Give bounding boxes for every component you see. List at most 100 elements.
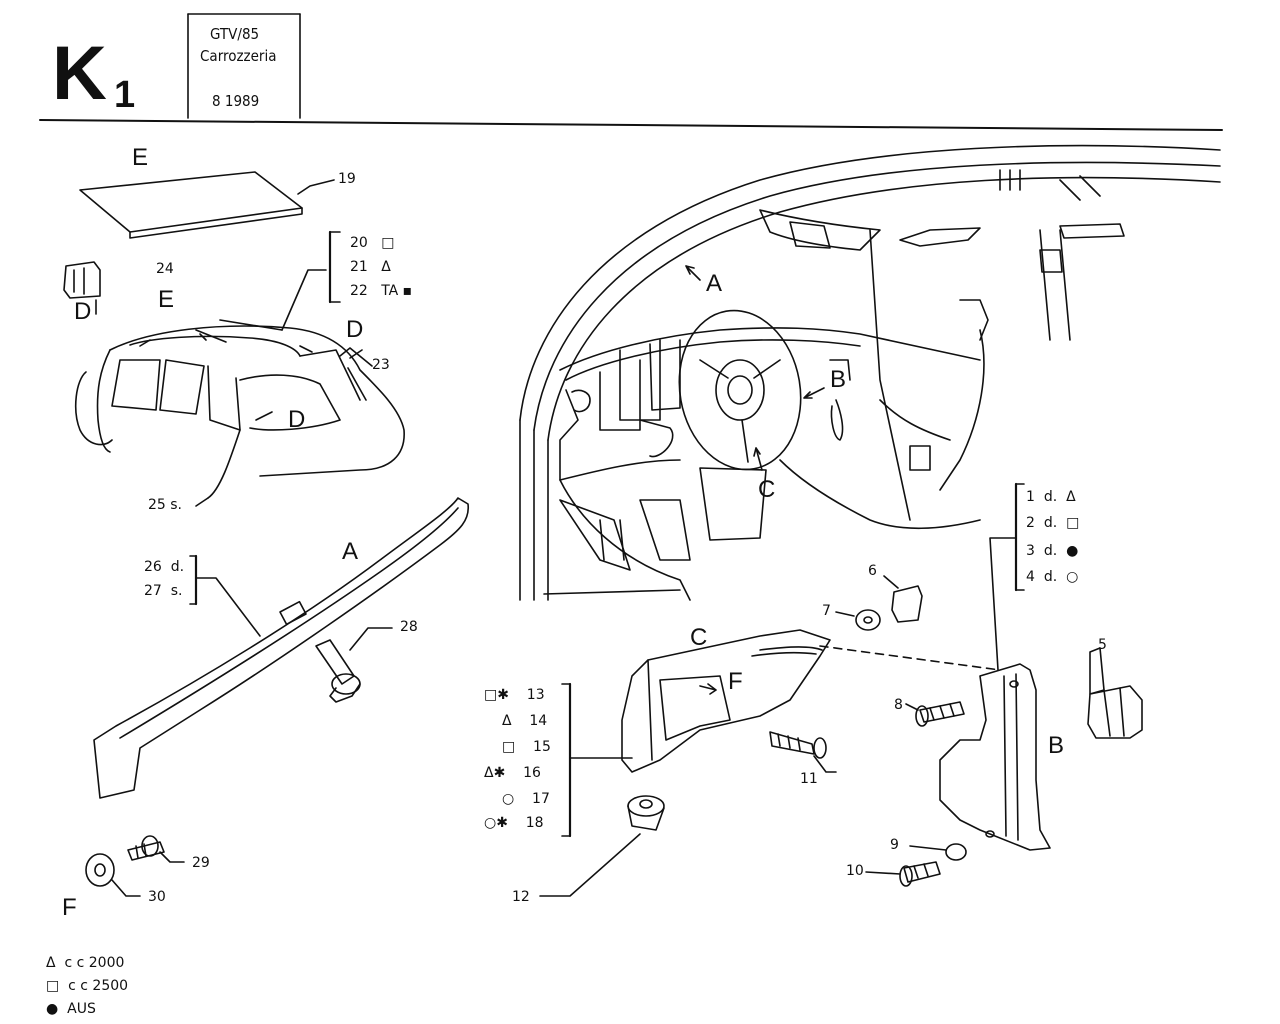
- interior-arrows: [685, 265, 825, 471]
- page-code: K: [52, 31, 107, 116]
- callout-8: 8: [894, 697, 903, 713]
- variant-symbol: ●: [1066, 543, 1079, 559]
- callout-11: 11: [800, 771, 818, 787]
- variant-symbol: TA ▪: [381, 283, 413, 299]
- bracket-1-4: [989, 482, 1025, 671]
- part-number: 18: [525, 815, 544, 831]
- group-20-22-row: 22 TA ▪: [350, 284, 412, 298]
- group-20-22-row: 20 □: [350, 236, 394, 250]
- view-letter-d-car-lower: D: [288, 406, 306, 433]
- part-number: 17: [532, 791, 550, 807]
- sill-trim-drawing: [93, 497, 469, 799]
- group-20-22-row: 21 Δ: [350, 260, 391, 274]
- view-letter-b-interior: B: [830, 366, 847, 393]
- car-body-drawing: [74, 325, 405, 499]
- part-number: 2: [1026, 515, 1035, 531]
- side-code: d.: [1043, 543, 1058, 559]
- issue-date: 8 1989: [212, 92, 260, 110]
- legend-row: Δ c c 2000: [46, 956, 124, 970]
- callout-30: 30: [148, 889, 166, 905]
- callout-23: 23: [372, 357, 390, 373]
- variant-symbol: ○: [1066, 569, 1079, 585]
- group-26-27-row: 26 d.: [144, 560, 184, 574]
- legend-symbol: ●: [46, 1001, 59, 1017]
- side-code: s.: [170, 583, 183, 599]
- group-1-4-row: 4 d. ○: [1026, 570, 1078, 584]
- view-letter-e-panel: E: [132, 144, 149, 171]
- part-number: 14: [529, 713, 548, 729]
- side-code: d.: [170, 559, 185, 575]
- callout-25: 25 s.: [148, 497, 183, 513]
- callout-29: 29: [192, 855, 210, 871]
- bracket-26-27: [189, 554, 261, 637]
- panel-c-drawing: [621, 629, 1001, 773]
- clip-28-drawing: [315, 627, 393, 703]
- view-letter-d-car-upper: D: [346, 316, 364, 343]
- callout-7: 7: [822, 603, 831, 619]
- side-code: d.: [1043, 515, 1058, 531]
- screw-11-drawing: [769, 731, 837, 773]
- bracket-13-18: [561, 682, 633, 838]
- group-13-18-row: □✱ 13: [484, 688, 545, 702]
- callout-5: 5: [1098, 637, 1107, 653]
- view-letter-d-clip: D: [74, 298, 92, 325]
- variant-symbol: □: [502, 739, 516, 755]
- view-letter-f-bottom: F: [62, 894, 77, 921]
- screw-8-drawing: [905, 701, 965, 727]
- trim-b-drawing: [939, 663, 1051, 851]
- legend-symbol: □: [46, 978, 60, 994]
- group-13-18-row: Δ✱ 16: [484, 766, 541, 780]
- bracket-20-22: [328, 230, 341, 304]
- legend-text: c c 2500: [68, 978, 129, 994]
- view-letter-e-car: E: [158, 286, 175, 313]
- clip-part-d-drawing: [63, 261, 101, 299]
- variant-symbol: Δ: [1066, 489, 1076, 505]
- parts-9-10-drawing: [865, 843, 967, 887]
- group-26-27-row: 27 s.: [144, 584, 182, 598]
- model-code: GTV/85: [210, 25, 260, 43]
- side-code: d.: [1043, 569, 1058, 585]
- page-code-sub: 1: [114, 74, 136, 116]
- legend-row: ● AUS: [46, 1002, 96, 1016]
- variant-symbol: ○: [502, 791, 515, 807]
- leader-lines-upper-left: [95, 269, 373, 507]
- part-number: 20: [350, 235, 368, 251]
- group-1-4-row: 1 d. Δ: [1026, 490, 1076, 504]
- callout-28: 28: [400, 619, 418, 635]
- variant-symbol: □: [381, 235, 395, 251]
- view-letter-c-panel: C: [690, 624, 708, 651]
- part-number: 1: [1026, 489, 1035, 505]
- clip-5-drawing: [1087, 647, 1143, 739]
- legend-text: AUS: [67, 1001, 96, 1017]
- view-letter-c-interior: C: [758, 476, 776, 503]
- group-13-18-row: ○✱ 18: [484, 816, 544, 830]
- variant-symbol: Δ: [502, 713, 512, 729]
- variant-symbol: ○✱: [484, 815, 508, 831]
- section-name: Carrozzeria: [200, 47, 277, 65]
- legend-symbol: Δ: [46, 955, 56, 971]
- part-number: 26: [144, 559, 162, 575]
- view-letter-a-sill: A: [342, 538, 359, 565]
- view-letter-b-trim: B: [1048, 732, 1065, 759]
- part-number: 3: [1026, 543, 1035, 559]
- callout-19: 19: [338, 171, 356, 187]
- callout-24: 24: [156, 261, 174, 277]
- parts-29-30-drawing: [85, 835, 185, 897]
- headliner-panel-drawing: [79, 171, 335, 239]
- part-number: 16: [523, 765, 541, 781]
- part-number: 27: [144, 583, 162, 599]
- group-1-4-row: 3 d. ●: [1026, 544, 1078, 558]
- interior-view-drawing: [519, 144, 1221, 601]
- callout-12: 12: [512, 889, 530, 905]
- part-number: 21: [350, 259, 368, 275]
- group-13-18-row: ○ 17: [502, 792, 550, 806]
- legend-text: c c 2000: [64, 955, 125, 971]
- side-code: d.: [1043, 489, 1058, 505]
- part-number: 22: [350, 283, 368, 299]
- variant-symbol: □: [1066, 515, 1080, 531]
- variant-symbol: Δ✱: [484, 765, 506, 781]
- part-number: 4: [1026, 569, 1035, 585]
- callout-10: 10: [846, 863, 864, 879]
